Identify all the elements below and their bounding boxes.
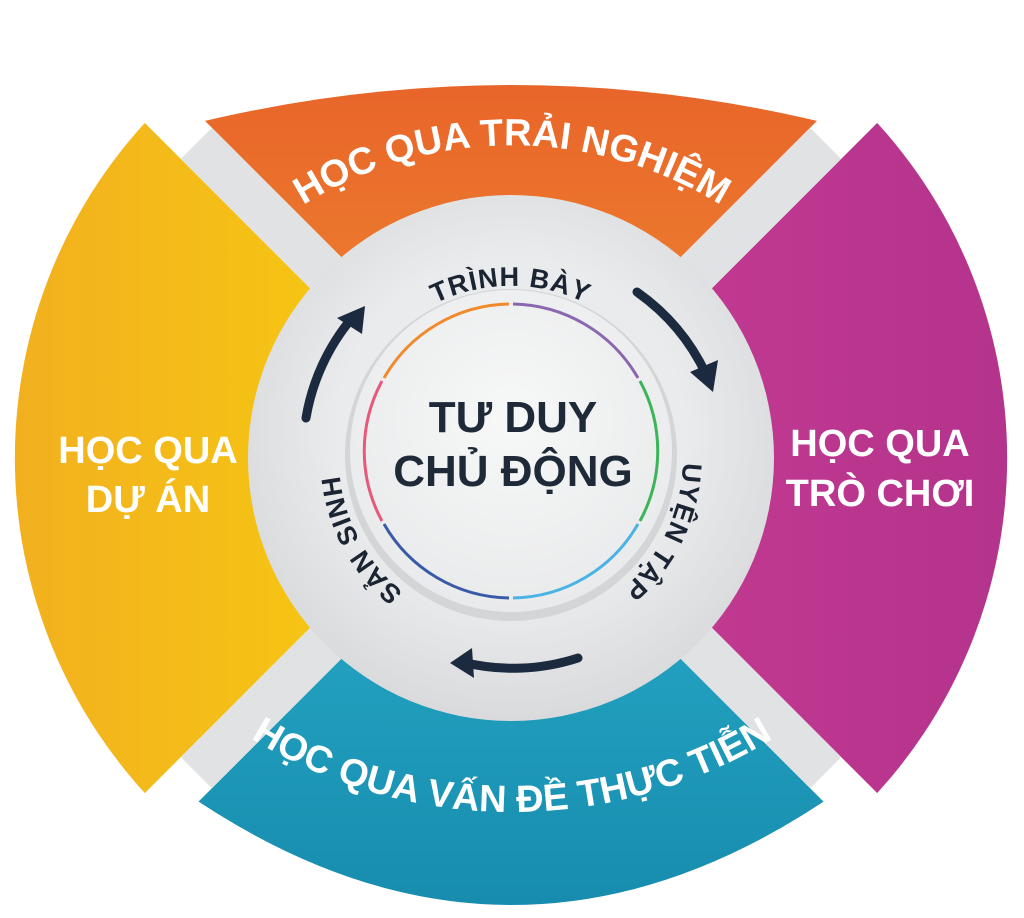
arrowhead-bottom-icon <box>450 648 474 678</box>
segment-left-label-line2: DỰ ÁN <box>86 477 210 521</box>
arc-orange <box>382 302 510 379</box>
arc-green <box>638 380 660 522</box>
colored-ring-arcs <box>362 302 660 600</box>
arc-lightblue <box>512 523 640 600</box>
arc-purple <box>512 302 640 379</box>
arrowhead-right-icon <box>690 360 718 392</box>
segment-right-label-line2: TRÒ CHƠI <box>786 471 975 515</box>
arrowhead-left-icon <box>337 306 365 334</box>
arrowheads <box>337 306 718 678</box>
segment-right-label-line1: HỌC QUA <box>790 423 969 465</box>
arc-pink <box>362 380 384 522</box>
arrow-bottom-icon <box>457 653 583 673</box>
arrow-left-icon <box>301 313 357 423</box>
center-title-line1: TƯ DUY <box>429 393 598 442</box>
center-title-line2: CHỦ ĐỘNG <box>393 445 633 496</box>
arrow-right-icon <box>632 287 711 379</box>
arc-darkblue <box>382 523 510 600</box>
center-circle <box>350 290 672 612</box>
cycle-arrows <box>301 287 711 673</box>
segment-left-label-line1: HỌC QUA <box>58 430 237 472</box>
